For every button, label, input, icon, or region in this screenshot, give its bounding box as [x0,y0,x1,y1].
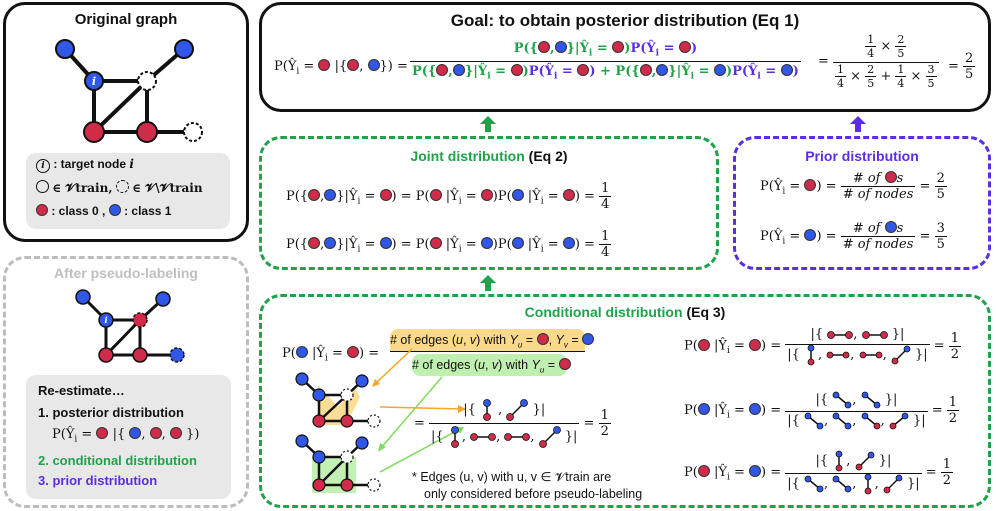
test-node-icon [115,180,129,193]
conditional-title: Conditional distribution (Eq 3) [524,304,726,320]
reestimate-posterior-formula: P(Ŷi = |{ , , }) [52,427,200,445]
svg-text:i: i [104,315,107,325]
joint-title: Joint distribution (Eq 2) [410,148,568,164]
arrow-joint-to-goal [480,116,496,132]
reestimate-item-3: 3. prior distribution [38,473,158,488]
highlight-graph-numerator [295,348,466,493]
node-test-dashed-1 [137,71,157,91]
svg-text:i: i [92,75,96,88]
goal-panel: Goal: to obtain posterior distribution (… [259,2,991,112]
original-graph-svg: i [55,39,203,143]
node-blue-top [55,39,75,59]
target-node-icon: i [36,159,50,173]
legend-target-label: : target node [53,157,127,171]
node-red-2 [136,121,158,143]
pseudo-graph-svg: i [75,289,185,363]
legend-class0: : class 0 , [51,204,106,218]
prior-title: Prior distribution [805,148,919,164]
original-graph-title: Original graph [74,11,178,28]
goal-title: Goal: to obtain posterior distribution (… [450,11,800,30]
original-graph-panel: Original graph i i : target node i ∈ 𝓥t [3,2,249,242]
class1-icon [108,204,121,216]
node-target [84,71,104,91]
goal-lhs: P(Ŷi = |{, }) = [274,59,408,77]
legend-test-label: ∈ 𝓥\𝓥train [132,181,203,195]
reestimate-item-1: 1. posterior distribution [38,405,184,420]
reestimate-label: Re-estimate… [38,383,125,398]
after-pseudo-panel: After pseudo-labeling i Re-estimate… 1. … [3,256,249,508]
joint-panel: Joint distribution (Eq 2) P({,}|Ŷi = ) =… [259,136,719,270]
conditional-footnote: * Edges (u, v) with u, v ∈ 𝓥train are on… [412,470,643,501]
after-pseudo-title: After pseudo-labeling [54,265,198,281]
conditional-panel: Conditional distribution (Eq 3) P( |Ŷi =… [259,294,991,508]
goal-main-fraction: P({,}|Ŷi = )P(Ŷi = ) P({,}|Ŷi = )P(Ŷi = … [410,41,801,82]
arrow-prior-to-goal [850,116,866,132]
conditional-main-denominator: # of edges (u, v) with Yu = [412,354,571,376]
legend-train-label: ∈ 𝓥train, [52,181,113,195]
node-blue-right [174,39,194,59]
conditional-lhs: P( |Ŷi = ) = [282,346,380,364]
legend-class1: : class 1 [124,204,172,218]
node-test-dashed-2 [183,122,203,142]
node-red-1 [83,121,105,143]
class0-icon [36,204,48,216]
original-graph-legend: i : target node i ∈ 𝓥train, ∈ 𝓥\𝓥train :… [26,153,230,229]
reestimate-box: Re-estimate… 1. posterior distribution P… [26,375,231,499]
reestimate-item-2: 2. conditional distribution [38,453,197,468]
arrow-conditional-to-joint [480,275,496,291]
train-node-icon [36,180,49,193]
conditional-main-numerator: # of edges (u, v) with Yu = , Yv = [390,329,595,352]
prior-panel: Prior distribution P(Ŷi = ) = # of s# of… [733,136,991,270]
